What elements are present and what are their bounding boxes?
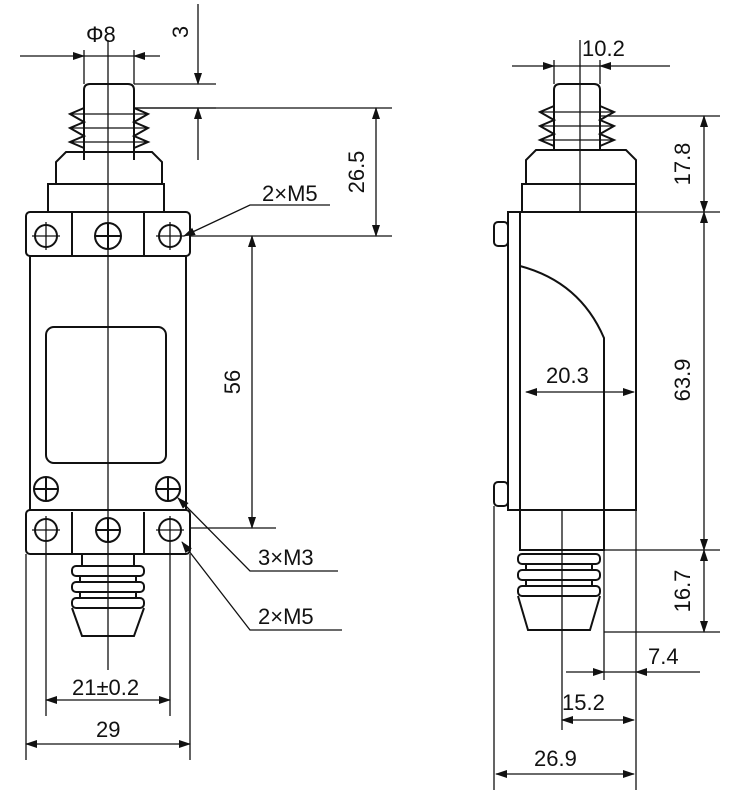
side-cover [519,212,605,511]
dim-side-plunger-height-label: 17.8 [670,143,695,186]
dim-side-plunger-height [600,115,720,213]
dim-body-width-label: 29 [96,717,120,742]
dim-hole-pitch-vertical [190,235,276,529]
cover-window [45,326,167,464]
flange-divider-top [71,212,145,256]
plunger-boot [67,107,151,149]
side-plunger-base [521,183,637,213]
dim-side-offset-mid [561,550,635,730]
dim-body-width [25,554,191,760]
dim-side-body-height-label: 63.9 [670,359,695,402]
dim-side-boot-height [604,549,720,633]
dim-hole-pitch-vertical-label: 56 [220,370,245,394]
side-tab-bottom [493,481,509,507]
front-view: Φ8 3 26.5 56 2×M5 3×M3 [20,4,392,760]
dim-side-overall-depth [493,506,635,790]
side-body [507,211,637,511]
bottom-mount-hole-left [32,516,60,544]
side-cable-gland [517,553,601,631]
top-mount-hole-left [32,222,60,250]
callout-top-holes-label: 2×M5 [262,181,318,206]
callout-bottom-holes-label: 2×M5 [258,604,314,629]
cover-screw-left [33,476,59,502]
dim-side-offset-mid-label: 15.2 [562,690,605,715]
dim-plunger-height-label: 26.5 [344,151,369,194]
cover-screw-right [155,476,181,502]
dim-side-plunger-width-label: 10.2 [582,36,625,61]
side-plunger-boot [537,105,617,147]
dim-side-offset-small-label: 7.4 [648,644,679,669]
dim-plunger-stroke-label: 3 [168,26,193,38]
plunger-base [47,183,165,213]
callout-top-holes [183,204,330,237]
plunger-collar [55,151,163,184]
bottom-mount-hole-right [156,516,184,544]
side-plunger-collar [525,149,637,184]
dim-side-body-depth [525,212,637,790]
dim-side-plunger-width [512,60,670,84]
dim-side-boot-height-label: 16.7 [670,570,695,613]
dim-mount-pitch [45,544,171,716]
dim-side-body-height [604,211,720,551]
dim-side-offset-small [566,510,700,680]
plunger-cap [83,83,135,160]
side-plunger-cap [553,83,601,150]
dim-side-overall-depth-label: 26.9 [534,746,577,771]
dim-plunger-diameter-label: Φ8 [86,22,116,47]
side-view: 10.2 17.8 63.9 20.3 16.7 [493,36,720,790]
callout-cover-screws-label: 3×M3 [258,545,314,570]
dim-plunger-height [134,107,392,237]
top-mount-hole-right [156,222,184,250]
callout-cover-screws [177,497,338,572]
dim-mount-pitch-label: 21±0.2 [72,675,139,700]
callout-bottom-holes [181,541,342,631]
dim-plunger-diameter [20,50,160,84]
side-tab-top [493,221,509,247]
dim-side-body-depth-label: 20.3 [546,363,589,388]
flange-divider [71,512,145,554]
